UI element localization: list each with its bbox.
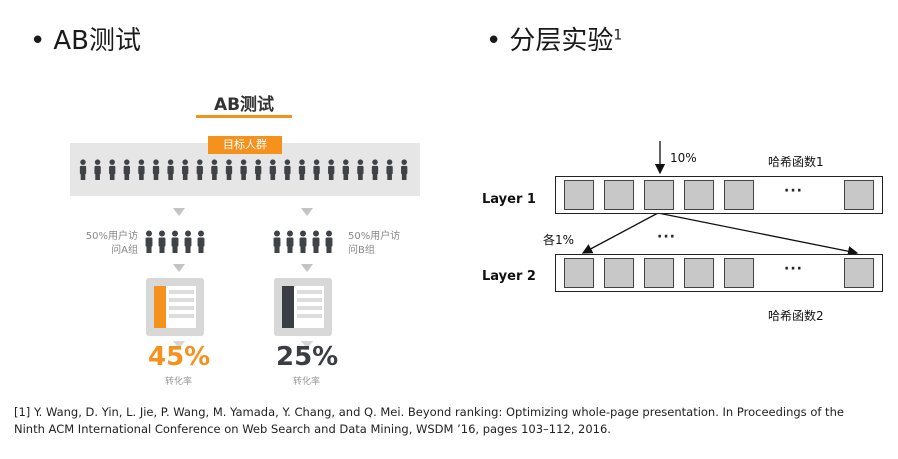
traffic-percent-label: 10% (670, 151, 697, 165)
ab-test-heading-text: AB测试 (53, 26, 141, 56)
reference-line-2: Ninth ACM International Conference on We… (14, 422, 611, 436)
person-icon (94, 159, 101, 180)
person-icon (357, 159, 364, 180)
person-icon (313, 159, 320, 180)
bucket-cell (684, 180, 714, 210)
person-icon (109, 159, 116, 180)
bucket-cell (844, 180, 874, 210)
bucket-cell (604, 258, 634, 288)
bucket-cell (684, 258, 714, 288)
down-arrow-icon (173, 208, 185, 216)
bucket-cell (564, 258, 594, 288)
layer-2-label: Layer 2 (482, 269, 536, 284)
person-icon (152, 159, 160, 180)
person-icon (286, 230, 294, 253)
group-a-label-line2: 问A组 (111, 245, 138, 256)
person-icon (184, 230, 192, 253)
person-icon (342, 159, 349, 180)
person-icon (211, 159, 218, 180)
split-arrow-right (657, 212, 859, 257)
person-icon (167, 159, 174, 180)
down-arrow-icon (301, 264, 313, 272)
person-icon (269, 159, 276, 180)
more-buckets-ellipsis: ··· (784, 261, 803, 277)
bucket-cell (644, 258, 674, 288)
person-icon (240, 159, 247, 180)
group-b-label-line1: 50%用户访 (348, 231, 401, 242)
down-arrow-icon (301, 341, 313, 349)
target-population-badge: 目标人群 (208, 136, 282, 154)
page-variant-a-icon (146, 278, 204, 336)
person-icon (123, 159, 130, 180)
footnote-marker: 1 (613, 27, 623, 44)
person-icon (371, 159, 379, 180)
person-icon (145, 230, 153, 253)
ab-illustration-title: AB测试 (213, 95, 275, 115)
group-b-label-line2: 问B组 (348, 245, 375, 256)
group-b-people-icon (273, 230, 333, 253)
person-icon (328, 159, 335, 180)
bullet-icon: • (30, 26, 46, 56)
bucket-cell (644, 180, 674, 210)
group-a-people-icon (145, 230, 205, 253)
group-a-conversion-rate: 45% (148, 342, 211, 372)
title-underline (196, 115, 292, 118)
person-icon (255, 159, 262, 180)
group-a-label-line1: 50%用户访 (85, 231, 138, 242)
person-icon (298, 159, 306, 180)
person-icon (299, 230, 307, 253)
group-b-rate-label: 转化率 (293, 377, 321, 387)
person-icon (284, 159, 291, 180)
person-icon (197, 230, 205, 253)
ab-test-heading: •AB测试 (30, 20, 141, 57)
person-icon (182, 159, 189, 180)
person-icon (386, 159, 393, 180)
person-icon (171, 230, 179, 253)
crowd-of-people-icon (79, 159, 408, 180)
reference-citation: [1] Y. Wang, D. Yin, L. Jie, P. Wang, M.… (14, 404, 884, 438)
bucket-cell (724, 258, 754, 288)
hash-function-1-label: 哈希函数1 (768, 155, 824, 169)
layer-1-bucket-row: ··· (555, 176, 883, 214)
person-icon (158, 230, 166, 253)
layer-1-label: Layer 1 (482, 192, 536, 207)
person-icon (401, 159, 408, 180)
bucket-cell (564, 180, 594, 210)
hash-function-2-label: 哈希函数2 (768, 309, 824, 323)
group-a-rate-label: 转化率 (165, 377, 193, 387)
person-icon (325, 230, 333, 253)
bucket-cell (844, 258, 874, 288)
bucket-cell (724, 180, 754, 210)
down-arrow-icon (173, 264, 185, 272)
group-b-conversion-rate: 25% (276, 342, 339, 372)
down-arrow-icon (173, 341, 185, 349)
person-icon (273, 230, 281, 253)
person-icon (79, 159, 87, 180)
reference-line-1: [1] Y. Wang, D. Yin, L. Jie, P. Wang, M.… (14, 405, 844, 419)
down-arrow-icon (301, 208, 313, 216)
person-icon (196, 159, 203, 180)
page-variant-b-icon (274, 278, 332, 336)
split-arrow-left (581, 212, 659, 254)
layer-2-bucket-row: ··· (555, 254, 883, 292)
person-icon (312, 230, 320, 253)
group-a-label: 50%用户访 问A组 (80, 230, 138, 258)
person-icon (225, 159, 233, 180)
layered-experiment-heading: •分层实验1 (486, 20, 622, 57)
bucket-cell (604, 180, 634, 210)
layered-experiment-heading-text: 分层实验 (509, 26, 614, 56)
between-arrows-ellipsis: ··· (657, 229, 676, 245)
bullet-icon: • (486, 26, 502, 56)
split-percent-label: 各1% (543, 233, 575, 247)
person-icon (138, 159, 145, 180)
group-b-label: 50%用户访 问B组 (348, 230, 408, 258)
more-buckets-ellipsis: ··· (784, 183, 803, 199)
